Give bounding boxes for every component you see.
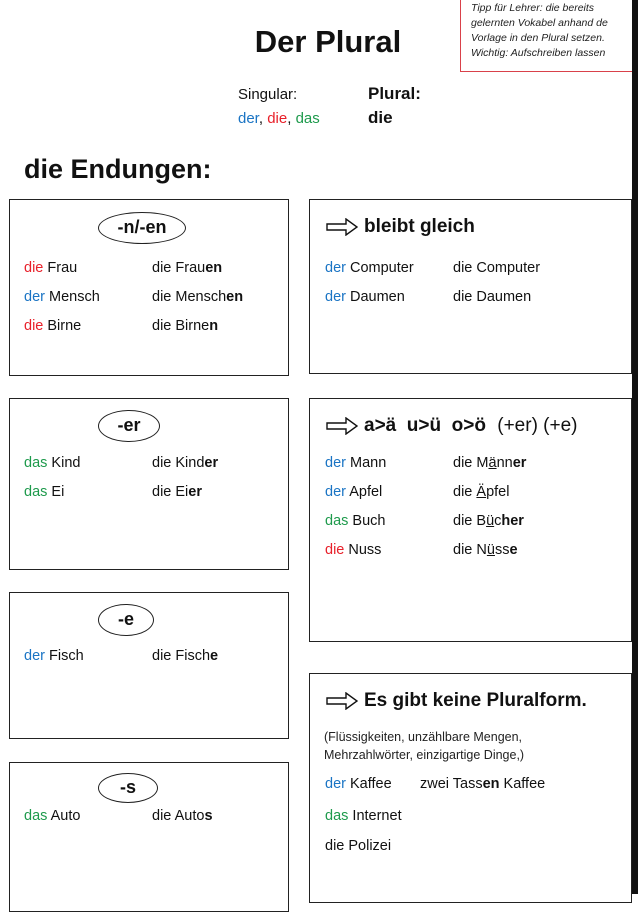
singular-word: der Fisch	[24, 648, 84, 664]
plural-word: die Daumen	[453, 289, 532, 305]
article-der: der	[238, 110, 259, 127]
singular-word: das Kind	[24, 455, 81, 471]
box-keine-pluralform: Es gibt keine Pluralform. (Flüssigkeiten…	[309, 673, 632, 903]
right-arrow-icon	[326, 417, 358, 435]
plural-word: die Menschen	[152, 289, 244, 305]
singular-word: die Frau	[24, 260, 78, 276]
tip-line-1: Tipp für Lehrer: die bereits	[471, 2, 595, 14]
ending-label-er: -er	[98, 410, 160, 442]
right-arrow-icon	[326, 692, 358, 710]
plural-label: Plural:	[368, 84, 421, 103]
right-arrow-icon	[326, 218, 358, 236]
singular-word: die Birne	[24, 318, 82, 334]
endungen-heading: die Endungen:	[24, 154, 212, 184]
ending-label-n-en: -n/-en	[98, 212, 186, 244]
singular-label: Singular:	[238, 86, 298, 103]
box-s: -s das Auto die Autos	[9, 762, 289, 912]
tip-line-2: gelernten Vokabel anhand de	[471, 17, 608, 29]
plural-article: die	[368, 108, 393, 127]
plural-word: die Computer	[453, 260, 541, 276]
singular-word: der Apfel	[325, 484, 383, 500]
tip-line-4: Wichtig: Aufschreiben lassen	[471, 47, 606, 59]
explanation-text: (Flüssigkeiten, unzählbare Mengen, Mehrz…	[324, 730, 525, 762]
singular-word: der Mensch	[24, 289, 100, 305]
box-heading: bleibt gleich	[326, 216, 475, 238]
singular-word: das Ei	[24, 484, 65, 500]
box-umlaut: a>ä u>ü o>ö (+er) (+e) der Mann die Männ…	[309, 398, 632, 642]
page-title: Der Plural	[254, 24, 402, 59]
plural-word: die Kinder	[152, 455, 219, 471]
plural-word: die Frauen	[152, 260, 223, 276]
plural-word: die Birnen	[152, 318, 219, 334]
singular-word: die Nuss	[325, 542, 382, 558]
singular-word: die Polizei	[325, 838, 392, 854]
singular-articles: der, die, das	[238, 110, 320, 127]
singular-word: das Auto	[24, 808, 81, 824]
plural-word: die Männer	[453, 455, 527, 471]
ending-label-e: -e	[98, 604, 154, 636]
article-das: das	[295, 110, 320, 127]
singular-word: der Daumen	[325, 289, 405, 305]
plural-word: die Äpfel	[453, 484, 510, 500]
tip-line-3: Vorlage in den Plural setzen.	[471, 32, 605, 44]
box-heading: a>ä u>ü o>ö (+er) (+e)	[326, 415, 578, 437]
article-die: die	[267, 110, 288, 127]
singular-word: der Mann	[325, 455, 387, 471]
singular-word: der Computer	[325, 260, 414, 276]
ending-label-s: -s	[98, 773, 158, 803]
plural-word: die Eier	[152, 484, 203, 500]
plural-word: die Bücher	[453, 513, 524, 529]
singular-word: der Kaffee	[325, 776, 392, 792]
plural-word: die Nüsse	[453, 542, 518, 558]
plural-word: die Autos	[152, 808, 213, 824]
box-n-en: -n/-en die Frau die Frauen der Mensch di…	[9, 199, 289, 376]
singular-word: das Internet	[325, 808, 402, 824]
plural-word: die Fische	[152, 648, 219, 664]
box-bleibt-gleich: bleibt gleich der Computer die Computer …	[309, 199, 632, 374]
teacher-tip-note: Tipp für Lehrer: die bereits gelernten V…	[460, 0, 638, 72]
box-heading: Es gibt keine Pluralform.	[326, 690, 587, 712]
singular-word: das Buch	[325, 513, 386, 529]
box-er: -er das Kind die Kinder das Ei die Eier	[9, 398, 289, 570]
box-e: -e der Fisch die Fische	[9, 592, 289, 739]
plural-word: zwei Tassen Kaffee	[420, 776, 546, 792]
page-edge-bar	[632, 0, 638, 894]
